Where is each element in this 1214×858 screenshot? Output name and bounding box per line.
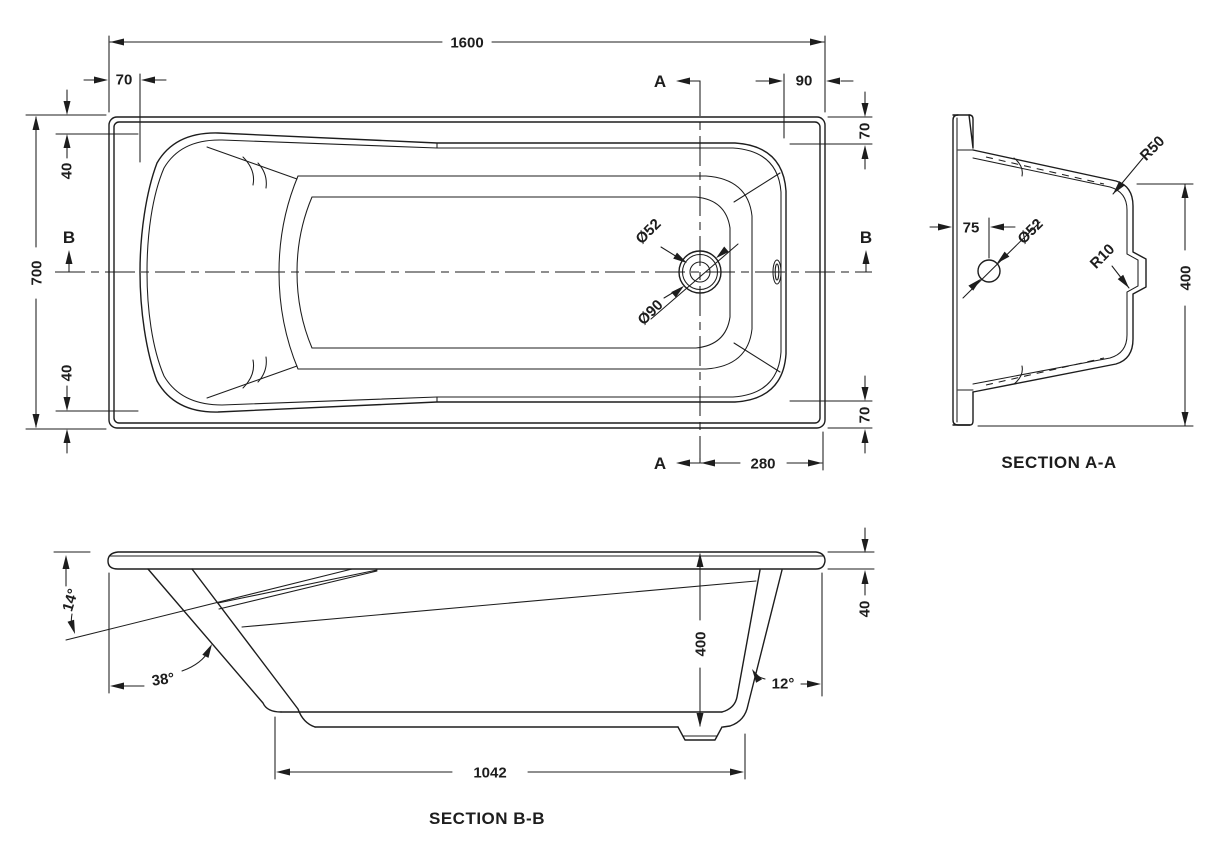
dim-bb-foot-angle: 12°: [752, 572, 823, 697]
svg-text:700: 700: [28, 260, 45, 285]
section-aa-view: 75 Ø52 R50 R10 400 SECTION A-A: [929, 114, 1194, 472]
drain-waste-dia-label: Ø52: [632, 215, 664, 247]
section-marker-a-top: A: [654, 72, 701, 91]
svg-text:70: 70: [856, 407, 873, 424]
section-aa-profile: [952, 114, 1147, 426]
tub-floor-outline: [206, 146, 781, 399]
dim-rim-inset-bottom: 40: [55, 365, 139, 454]
svg-text:40: 40: [856, 601, 873, 618]
dim-aa-drain-offset: 75: [929, 217, 1016, 259]
svg-text:40: 40: [58, 163, 75, 180]
section-marker-b-left: B: [63, 228, 75, 273]
dim-rim-height-top: 70: [789, 91, 873, 170]
section-bb-view: 14° 38° 12° 400: [53, 527, 875, 828]
section-marker-b-right: B: [860, 228, 872, 273]
svg-text:280: 280: [750, 455, 775, 472]
svg-text:B: B: [63, 228, 75, 247]
dim-rim-inset-left: 70: [83, 71, 167, 163]
svg-text:12°: 12°: [772, 675, 795, 692]
svg-text:90: 90: [796, 72, 813, 89]
dim-bb-backrest-angle: 38°: [108, 572, 212, 694]
section-marker-a-bottom: A: [654, 454, 701, 473]
dim-aa-side-radius: R10: [1087, 241, 1130, 289]
plan-view: Ø52 Ø90 A A B B: [25, 34, 873, 473]
dim-aa-top-radius: R50: [1112, 133, 1168, 195]
dim-overall-length: 1600: [108, 34, 826, 113]
dim-bb-depth: 400: [692, 553, 709, 727]
svg-text:70: 70: [856, 123, 873, 140]
drain-recess-dia-label: Ø90: [634, 296, 666, 328]
dim-bb-rim-height: 40: [827, 527, 875, 618]
dim-rim-inset-top: 40: [55, 89, 139, 180]
dim-aa-depth: 400: [977, 183, 1194, 427]
svg-text:A: A: [654, 454, 666, 473]
section-bb-profile: [65, 551, 826, 741]
svg-text:400: 400: [1177, 265, 1194, 290]
dim-drain-from-foot-end: 280: [700, 431, 824, 472]
dim-overall-width: 700: [25, 114, 107, 430]
dim-bb-rim-angle: 14°: [53, 551, 91, 634]
section-bb-caption: SECTION B-B: [429, 809, 545, 828]
svg-text:B: B: [860, 228, 872, 247]
dim-drain-edge-offset: 90: [755, 72, 854, 139]
dim-rim-height-bottom: 70: [789, 375, 873, 454]
svg-text:40: 40: [58, 365, 75, 382]
svg-text:38°: 38°: [151, 670, 176, 690]
svg-text:1600: 1600: [450, 34, 483, 51]
tub-bowl-opening: [139, 132, 787, 413]
svg-text:400: 400: [692, 631, 709, 656]
dim-bb-base-length: 1042: [274, 716, 746, 781]
svg-text:75: 75: [963, 219, 980, 236]
section-aa-caption: SECTION A-A: [1001, 453, 1116, 472]
svg-text:A: A: [654, 72, 666, 91]
svg-text:1042: 1042: [473, 764, 506, 781]
svg-text:70: 70: [116, 71, 133, 88]
svg-text:14°: 14°: [59, 587, 82, 614]
